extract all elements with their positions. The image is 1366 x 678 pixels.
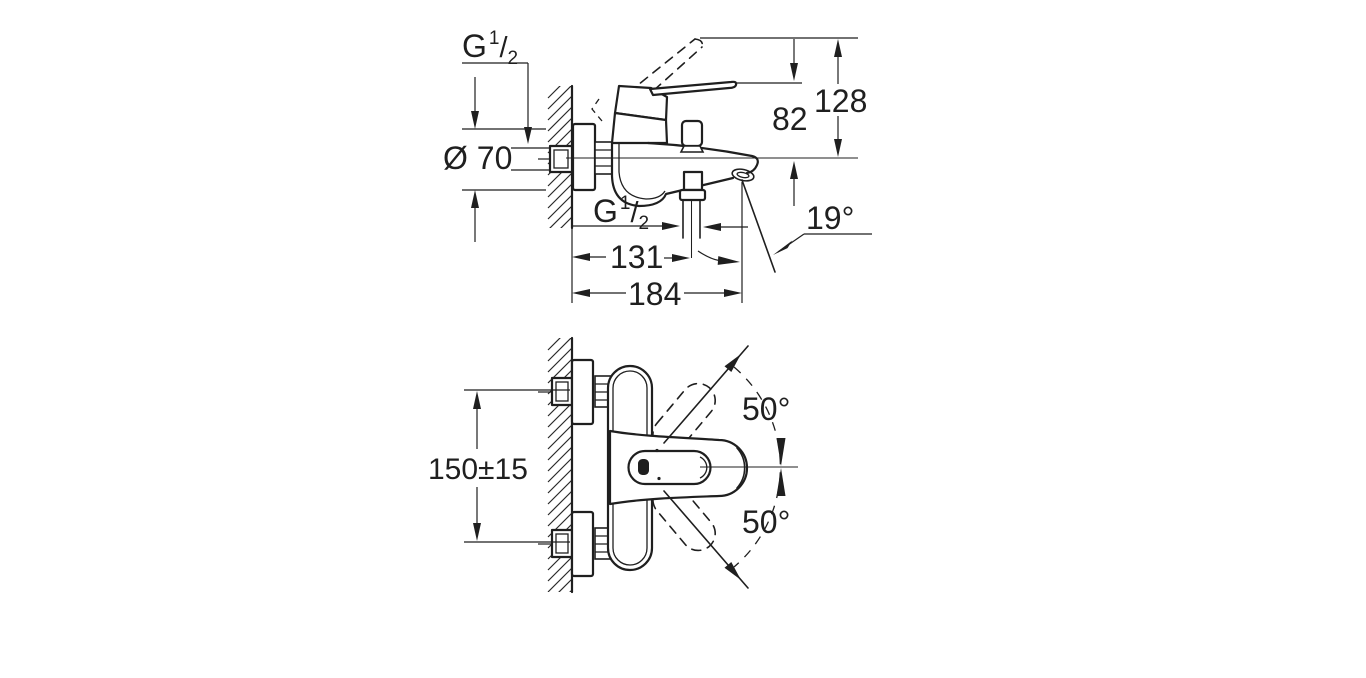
- lever-blade: [648, 80, 738, 97]
- handle-dot-bottom: [657, 476, 661, 481]
- dim-150-label: 150±15: [428, 453, 528, 486]
- dim-131-label: 131: [610, 239, 663, 275]
- dim-19-label: 19°: [806, 200, 854, 236]
- raised-lever-back-dash: [591, 98, 603, 122]
- diameter-70-arrow-top: [471, 111, 479, 129]
- dim-diameter-70: Ø 70: [443, 77, 550, 242]
- dim-82: 82: [772, 39, 808, 206]
- swing-arc-arrow-lower: [776, 468, 786, 496]
- dim-128-label: 128: [814, 83, 867, 119]
- handle-opening: [627, 449, 712, 486]
- dim-184-arrow-right: [724, 289, 742, 297]
- dim-19-arc-arrow: [717, 256, 740, 265]
- swing-arc: [733, 366, 786, 568]
- body-bottom-outline: [610, 141, 735, 208]
- cartridge-band: [610, 111, 669, 145]
- dim-19-leader-arrow: [773, 240, 793, 255]
- dim-50-upper: 50°: [663, 345, 790, 444]
- handle-logo-mark: [638, 459, 649, 475]
- dim-50-upper-arrow: [724, 354, 741, 372]
- dim-19deg: 19°: [697, 200, 872, 265]
- dim-82-label: 82: [772, 101, 808, 137]
- swing-arc-dashed: [733, 366, 782, 568]
- diverter-knob-base: [679, 145, 705, 153]
- diverter-knob-cap: [680, 119, 704, 148]
- diverter-knob: [679, 119, 705, 153]
- dim-131: 131: [572, 239, 690, 275]
- dim-50-lower-arrow: [724, 562, 741, 580]
- g12-shower-arrow-right: [703, 223, 721, 231]
- dim-131-arrow-left: [572, 253, 590, 261]
- upper-union-nut-inner: [555, 381, 569, 402]
- raised-lever-top-edge: [627, 38, 696, 94]
- dim-128: 128: [814, 39, 867, 157]
- diameter-70-pointer-lines: [511, 147, 550, 171]
- dim-150-arrow-top: [473, 391, 481, 409]
- raised-lever-bottom-edge: [641, 46, 703, 102]
- upper-mounting: [538, 358, 613, 426]
- dim-131-arrow-right: [672, 254, 690, 262]
- escutcheon-plate: [571, 122, 597, 192]
- dim-128-arrow-top: [834, 39, 842, 57]
- mixer-body: [610, 80, 759, 208]
- lever-handle-front: [608, 429, 749, 506]
- lower-escutcheon: [570, 510, 595, 578]
- handle-outer-cap-line: [736, 447, 746, 489]
- front-view: 150±15 50° 50°: [428, 336, 798, 594]
- g12-shower-arrow-left: [662, 222, 680, 230]
- dim-50-lower: 50°: [663, 490, 790, 589]
- outlet-body: [682, 170, 704, 192]
- diameter-70-arrow-bottom: [471, 190, 479, 208]
- raised-lever-tip-arc: [694, 38, 704, 48]
- swing-arc-arrow-upper: [776, 438, 786, 466]
- dim-184-label: 184: [628, 276, 681, 312]
- diameter-70-label: Ø 70: [443, 140, 512, 176]
- dim-150-arrow-bottom: [473, 523, 481, 541]
- spray-direction-line: [741, 179, 776, 273]
- shower-outlet: [678, 170, 707, 258]
- g12-wall-arrow: [524, 127, 532, 144]
- lower-union-nut-inner: [555, 533, 569, 554]
- dim-82-arrow-bottom: [790, 161, 798, 179]
- upper-escutcheon: [570, 358, 595, 426]
- dim-184: 184: [572, 276, 742, 312]
- dim-150: 150±15: [428, 389, 570, 543]
- wall-hatching-front: [547, 338, 573, 592]
- outlet-collar: [678, 188, 707, 202]
- dim-50-lower-label: 50°: [742, 504, 790, 540]
- body-bottom-inner-line: [618, 143, 666, 200]
- handle-dot-top: [655, 448, 659, 453]
- union-nut-inner: [553, 149, 569, 169]
- dim-128-arrow-bottom: [834, 139, 842, 157]
- dim-19-arc: [697, 250, 720, 262]
- aerator-inner: [736, 171, 750, 179]
- dim-184-arrow-left: [572, 289, 590, 297]
- wall-section-front: [547, 336, 574, 594]
- aerator-outer: [731, 168, 755, 182]
- wall-union-fitting: [538, 144, 574, 174]
- outlet-thread-walls: [682, 199, 701, 239]
- lower-mounting: [538, 510, 613, 578]
- dim-82-arrow-top: [790, 63, 798, 81]
